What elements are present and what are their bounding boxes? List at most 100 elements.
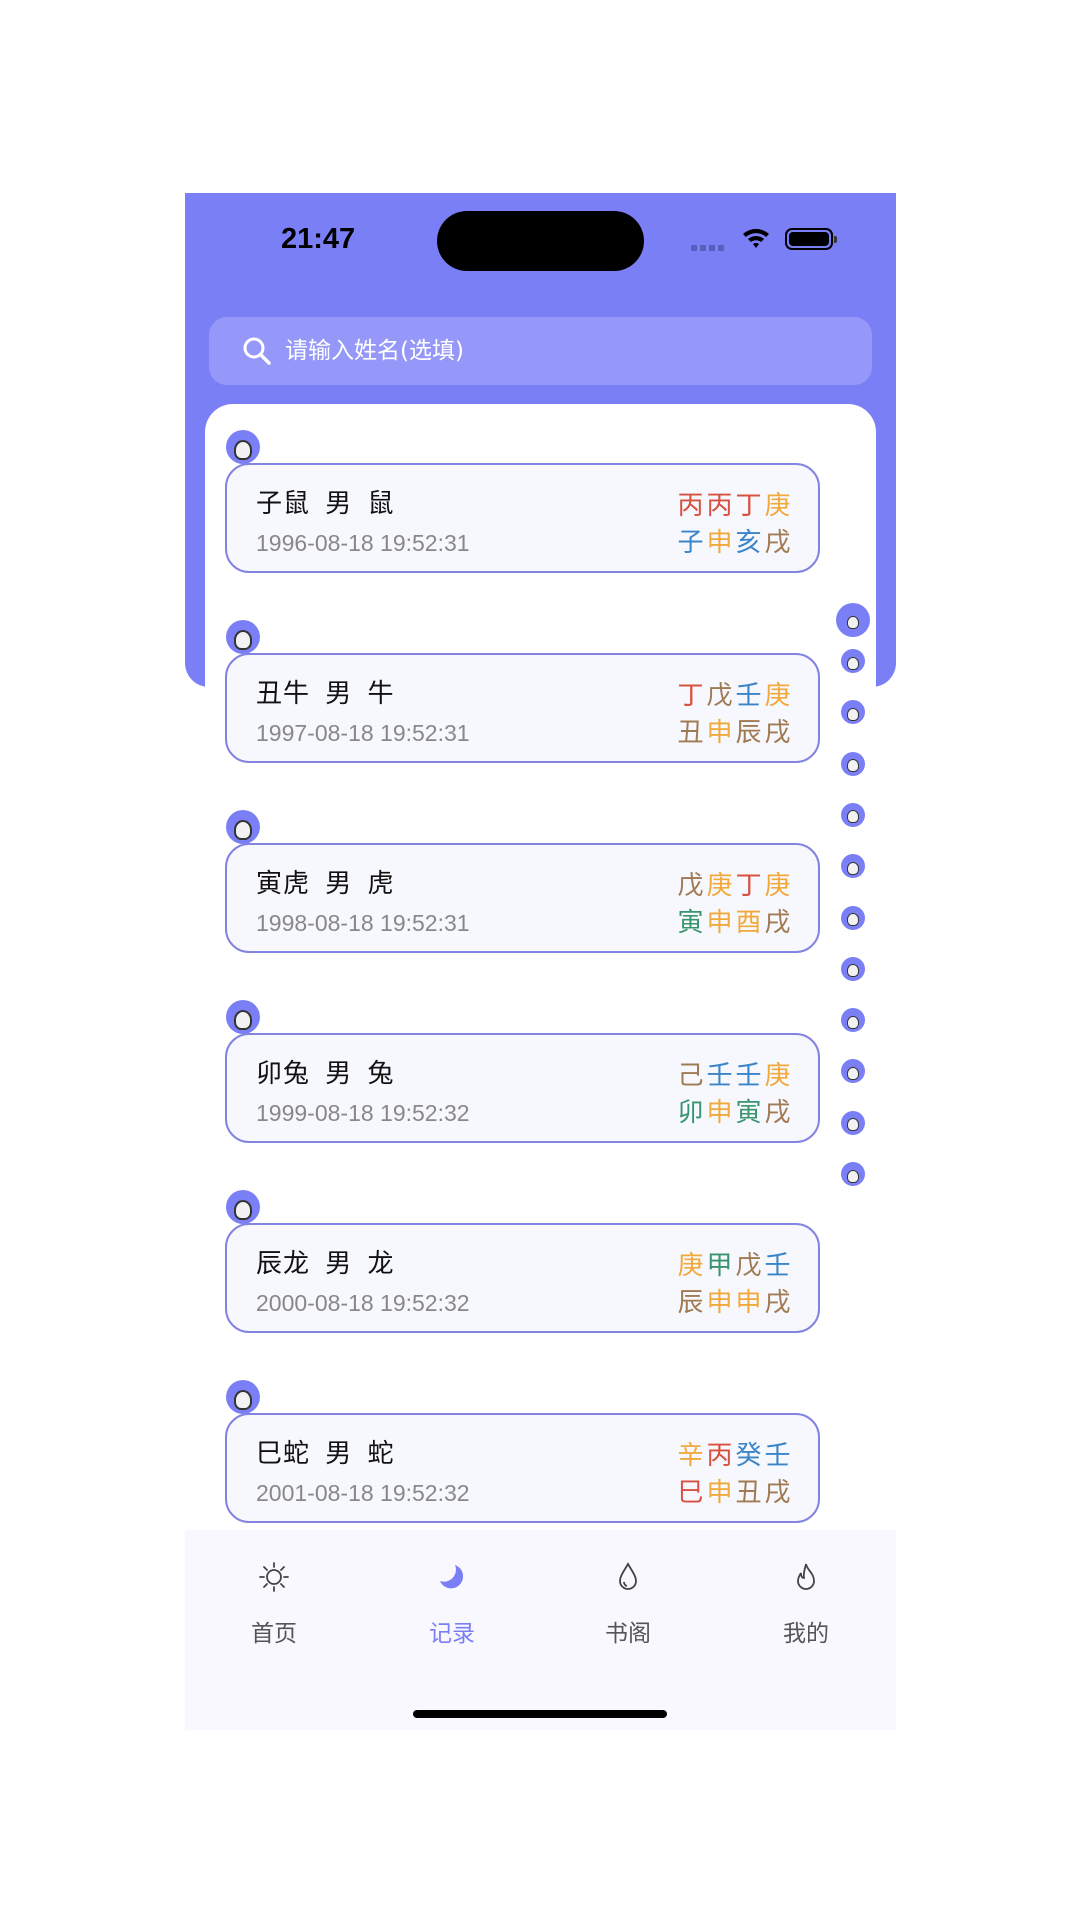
sun-icon <box>259 1562 289 1592</box>
ganzhi-branches: 巳申丑戌 <box>676 1472 792 1509</box>
record-group: 辰龙 男 龙 2000-08-18 19:52:32 庚甲戊壬辰申申戌 <box>205 1190 876 1380</box>
ganzhi-char: 戊 <box>677 871 704 901</box>
ganzhi-char: 戌 <box>764 1478 791 1508</box>
ganzhi-char: 戌 <box>764 908 791 938</box>
zodiac-index-dragon-icon[interactable] <box>841 802 865 827</box>
ganzhi-char: 申 <box>706 1478 733 1508</box>
ganzhi-char: 戌 <box>764 1288 791 1318</box>
name-search-input[interactable] <box>285 338 785 364</box>
ganzhi-char: 甲 <box>706 1251 733 1281</box>
ganzhi-char: 壬 <box>764 1251 791 1281</box>
zodiac-index-monkey-icon[interactable] <box>841 1008 865 1033</box>
search-icon <box>243 337 271 365</box>
zodiac-index-dog-icon[interactable] <box>841 1110 865 1135</box>
ganzhi-char: 壬 <box>764 1441 791 1471</box>
tab-label: 我的 <box>783 1621 829 1647</box>
ganzhi-branches: 辰申申戌 <box>676 1282 792 1319</box>
ganzhi-char: 亥 <box>735 528 762 558</box>
zodiac-index-rat-icon[interactable] <box>836 603 870 637</box>
ganzhi-stems: 庚甲戊壬 <box>676 1245 792 1282</box>
tab-label: 记录 <box>429 1621 475 1647</box>
flame-icon <box>797 1563 815 1590</box>
ganzhi-char: 卯 <box>677 1098 704 1128</box>
ganzhi-branches: 卯申寅戌 <box>676 1092 792 1129</box>
tab-home[interactable]: 首页 <box>214 1560 334 1648</box>
ganzhi-char: 丑 <box>735 1478 762 1508</box>
record-date: 1997-08-18 19:52:31 <box>256 720 470 746</box>
ganzhi-char: 壬 <box>735 1061 762 1091</box>
ganzhi-char: 癸 <box>735 1441 762 1471</box>
tab-records[interactable]: 记录 <box>392 1560 512 1648</box>
zodiac-index-snake-icon[interactable] <box>841 854 865 879</box>
ganzhi-char: 寅 <box>677 908 704 938</box>
tab-mine[interactable]: 我的 <box>746 1560 866 1648</box>
zodiac-index-horse-icon[interactable] <box>841 905 865 930</box>
zodiac-avatar-icon <box>226 1000 260 1034</box>
tab-bar: 首页 记录 书阁 我的 <box>185 1530 896 1730</box>
ganzhi-branches: 寅申酉戌 <box>676 902 792 939</box>
zodiac-avatar-icon <box>226 620 260 654</box>
zodiac-avatar-icon <box>226 1380 260 1414</box>
home-indicator[interactable] <box>413 1710 667 1718</box>
ganzhi-char: 丁 <box>677 681 704 711</box>
record-card[interactable]: 子鼠 男 鼠 1996-08-18 19:52:31 丙丙丁庚子申亥戌 <box>225 463 820 573</box>
zodiac-avatar-icon <box>226 810 260 844</box>
zodiac-index-goat-icon[interactable] <box>841 956 865 981</box>
record-date: 2000-08-18 19:52:32 <box>256 1290 470 1316</box>
ganzhi-char: 寅 <box>735 1098 762 1128</box>
ganzhi-char: 壬 <box>735 681 762 711</box>
dynamic-island <box>437 211 644 271</box>
record-date: 1996-08-18 19:52:31 <box>256 530 470 556</box>
ganzhi-char: 申 <box>706 908 733 938</box>
ganzhi-char: 庚 <box>706 871 733 901</box>
zodiac-index-tiger-icon[interactable] <box>841 700 865 725</box>
record-card[interactable]: 辰龙 男 龙 2000-08-18 19:52:32 庚甲戊壬辰申申戌 <box>225 1223 820 1333</box>
ganzhi-char: 庚 <box>764 1061 791 1091</box>
ganzhi-char: 戌 <box>764 1098 791 1128</box>
cellular-signal-icon <box>691 245 724 251</box>
search-bar[interactable] <box>209 317 872 385</box>
record-name: 辰龙 男 龙 <box>256 1249 395 1279</box>
ganzhi-char: 丙 <box>706 491 733 521</box>
record-name: 子鼠 男 鼠 <box>256 489 395 519</box>
zodiac-index-ox-icon[interactable] <box>841 649 865 673</box>
battery-icon <box>785 228 837 250</box>
record-name: 巳蛇 男 蛇 <box>256 1439 395 1469</box>
record-date: 2001-08-18 19:52:32 <box>256 1480 470 1506</box>
record-name: 丑牛 男 牛 <box>256 679 395 709</box>
record-name: 寅虎 男 虎 <box>256 869 395 899</box>
ganzhi-char: 戊 <box>735 1251 762 1281</box>
moon-icon <box>440 1565 464 1589</box>
ganzhi-stems: 戊庚丁庚 <box>676 865 792 902</box>
ganzhi-char: 申 <box>706 1098 733 1128</box>
ganzhi-char: 申 <box>735 1288 762 1318</box>
zodiac-index-pig-icon[interactable] <box>841 1162 865 1186</box>
zodiac-avatar-icon <box>226 1190 260 1224</box>
record-date: 1998-08-18 19:52:31 <box>256 910 470 936</box>
ganzhi-char: 辰 <box>735 718 762 748</box>
tab-library[interactable]: 书阁 <box>568 1560 688 1648</box>
ganzhi-branches: 子申亥戌 <box>676 522 792 559</box>
ganzhi-char: 庚 <box>764 681 791 711</box>
ganzhi-char: 己 <box>677 1061 704 1091</box>
ganzhi-char: 丙 <box>677 491 704 521</box>
zodiac-index-rooster-icon[interactable] <box>841 1059 865 1084</box>
ganzhi-char: 酉 <box>735 908 762 938</box>
ganzhi-char: 巳 <box>677 1478 704 1508</box>
zodiac-index-rabbit-icon[interactable] <box>841 751 865 776</box>
drop-icon <box>619 1562 637 1590</box>
ganzhi-stems: 丁戊壬庚 <box>676 675 792 712</box>
ganzhi-char: 丁 <box>735 491 762 521</box>
wifi-icon <box>743 228 769 248</box>
ganzhi-stems: 丙丙丁庚 <box>676 485 792 522</box>
status-time: 21:47 <box>281 223 356 255</box>
ganzhi-char: 丑 <box>677 718 704 748</box>
